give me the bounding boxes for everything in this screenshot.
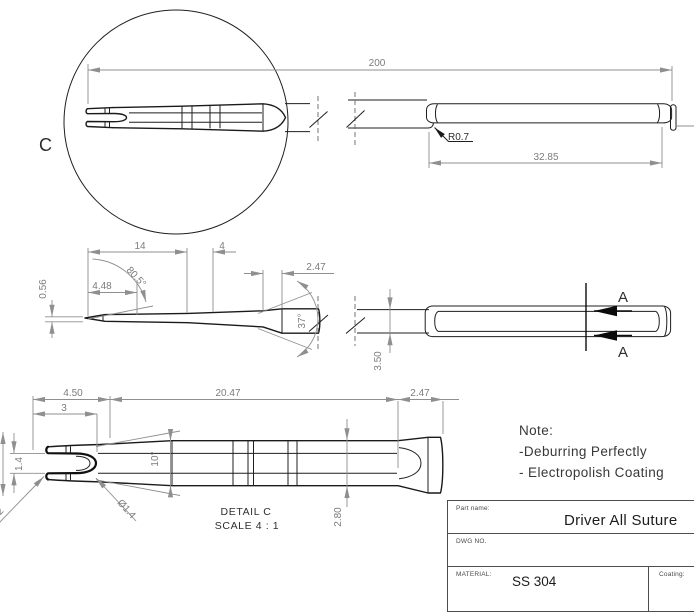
title-block: Part name: Driver All Suture DWG NO. MAT… bbox=[447, 500, 694, 612]
dim-3285: 32.85 bbox=[533, 152, 558, 163]
note-title: Note: bbox=[519, 423, 554, 438]
dim-448: 4.48 bbox=[92, 281, 112, 292]
detail-circle-label: C bbox=[39, 135, 52, 155]
part-name-value: Driver All Suture bbox=[564, 512, 678, 529]
dim-angle-10: 10° bbox=[150, 451, 161, 466]
dim-056: 0.56 bbox=[38, 279, 49, 299]
dim-14: 14 bbox=[134, 241, 146, 252]
dim-4: 4 bbox=[219, 241, 225, 252]
dim-247-detail: 2.47 bbox=[410, 388, 430, 399]
title-block-dwg-row: DWG NO. bbox=[448, 534, 694, 567]
coating-label: Coating: bbox=[659, 571, 685, 578]
dim-350: 3.50 bbox=[373, 351, 384, 371]
dim-angle-37: 37° bbox=[297, 313, 308, 328]
drawing-sheet: { "colors": { "part_line": "#1a1a1a", "d… bbox=[0, 9, 694, 612]
note-line: -Deburring Perfectly bbox=[519, 444, 648, 459]
dim-r07: R0.7 bbox=[448, 132, 470, 143]
dim-14-slot: 1.4 bbox=[14, 457, 25, 471]
title-block-material-row: MATERIAL: SS 304 Coating: bbox=[448, 567, 694, 611]
material-label: MATERIAL: bbox=[456, 571, 492, 578]
dim-2047: 20.47 bbox=[215, 388, 240, 399]
side-view-handle bbox=[87, 64, 694, 168]
dim-r02: R0.2 bbox=[0, 506, 7, 529]
plan-view bbox=[345, 283, 672, 353]
note-line: - Electropolish Coating bbox=[519, 465, 665, 480]
section-label-bottom: A bbox=[618, 344, 628, 361]
material-value: SS 304 bbox=[512, 574, 557, 589]
profile-view bbox=[45, 248, 334, 358]
dim-3: 3 bbox=[61, 403, 67, 414]
section-label-top: A bbox=[618, 289, 628, 306]
note-block: Note: -Deburring Perfectly - Electropoli… bbox=[519, 420, 664, 483]
dim-247-side: 2.47 bbox=[306, 262, 326, 273]
drawing-canvas: C 200 R0.7 32.85 14 4 2.47 80.5° 4.48 0.… bbox=[0, 9, 694, 532]
detail-c-view bbox=[0, 396, 459, 523]
dwg-no-label: DWG NO. bbox=[456, 538, 487, 545]
dim-200: 200 bbox=[369, 58, 386, 69]
title-block-partname-row: Part name: Driver All Suture bbox=[448, 501, 694, 534]
dim-450: 4.50 bbox=[63, 388, 83, 399]
dim-280: 2.80 bbox=[333, 507, 344, 527]
coating-cell: Coating: bbox=[648, 567, 694, 611]
detail-circle-view bbox=[63, 9, 328, 235]
dim-angle-805: 80.5° bbox=[124, 265, 148, 290]
partname-label: Part name: bbox=[456, 505, 490, 512]
detail-scale: SCALE 4 : 1 bbox=[215, 520, 279, 532]
detail-title: DETAIL C bbox=[221, 506, 272, 518]
dim-dia-14: Ø1.4 bbox=[115, 498, 138, 522]
